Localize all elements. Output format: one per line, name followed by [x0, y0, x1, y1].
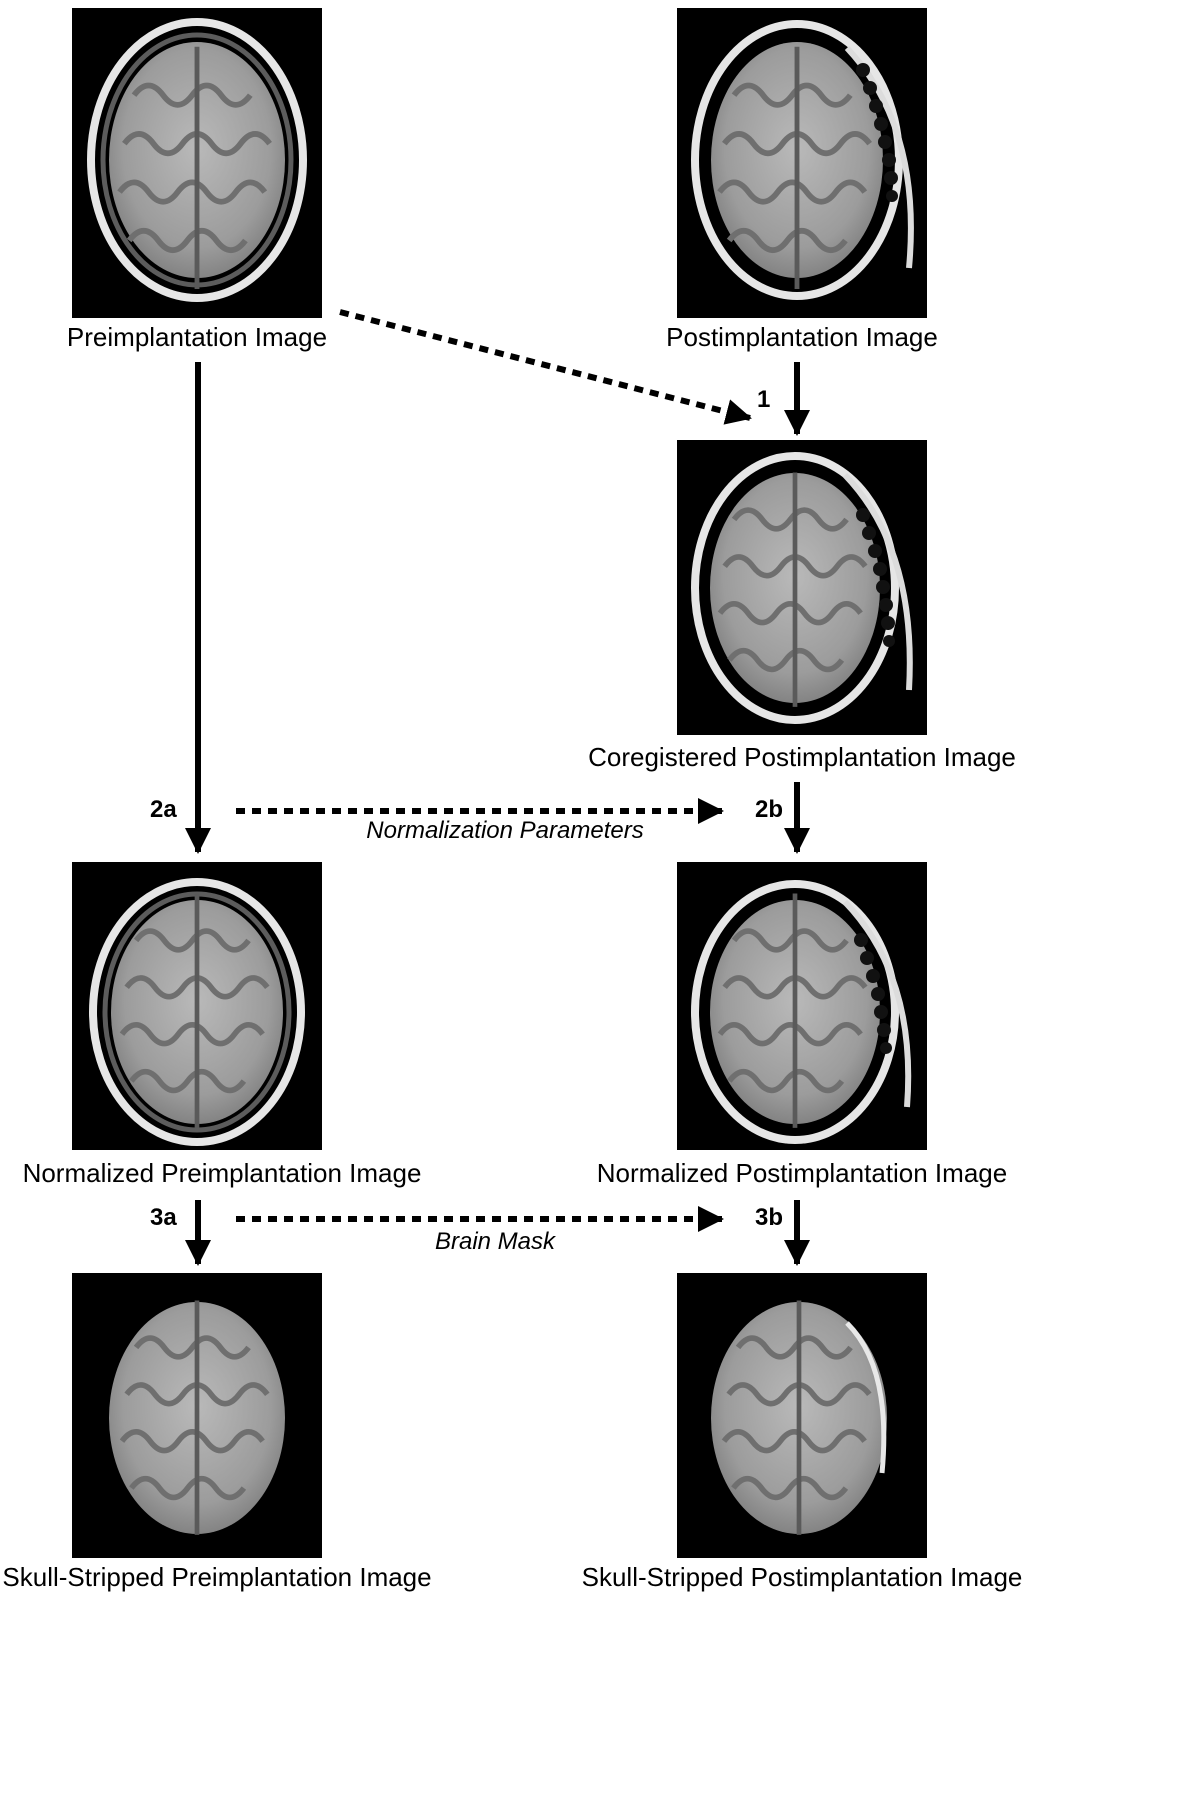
- skull-stripped-preimplantation-caption: Skull-Stripped Preimplantation Image: [2, 1562, 432, 1592]
- brain-mask-label: Brain Mask: [434, 1228, 556, 1255]
- skull-stripped-pre-scan-graphic: [109, 1273, 285, 1558]
- coregistered-postimplantation-scan: [677, 440, 927, 735]
- postimplantation-scan-graphic: [691, 20, 914, 300]
- step-1-label: 1: [757, 386, 771, 413]
- preimplantation-scan-graphic: [87, 18, 307, 302]
- normalized-preimplantation-scan: [72, 862, 322, 1150]
- skull-stripped-preimplantation-scan: [72, 1273, 322, 1558]
- skull-stripped-post-scan-graphic: [711, 1273, 887, 1558]
- preimplantation-caption: Preimplantation Image: [66, 322, 328, 352]
- step-2b-label: 2b: [755, 796, 784, 823]
- coregistered-scan-graphic: [691, 452, 913, 724]
- step-3a-label: 3a: [150, 1204, 177, 1231]
- normalized-postimplantation-caption: Normalized Postimplantation Image: [596, 1158, 1008, 1188]
- normalized-preimplantation-caption: Normalized Preimplantation Image: [22, 1158, 422, 1188]
- step-3b-label: 3b: [755, 1204, 784, 1231]
- normalized-postimplantation-scan: [677, 862, 927, 1150]
- skull-stripped-postimplantation-scan: [677, 1273, 927, 1558]
- coregistered-caption: Coregistered Postimplantation Image: [588, 742, 1016, 772]
- normalized-post-scan-graphic: [691, 880, 912, 1144]
- postimplantation-scan: [677, 8, 927, 318]
- skull-stripped-postimplantation-caption: Skull-Stripped Postimplantation Image: [581, 1562, 1023, 1592]
- step-2a-label: 2a: [150, 796, 177, 823]
- preimplantation-scan: [72, 8, 322, 318]
- postimplantation-caption: Postimplantation Image: [666, 322, 938, 352]
- normalized-pre-scan-graphic: [89, 878, 305, 1146]
- normalization-parameters-label: Normalization Parameters: [366, 817, 644, 844]
